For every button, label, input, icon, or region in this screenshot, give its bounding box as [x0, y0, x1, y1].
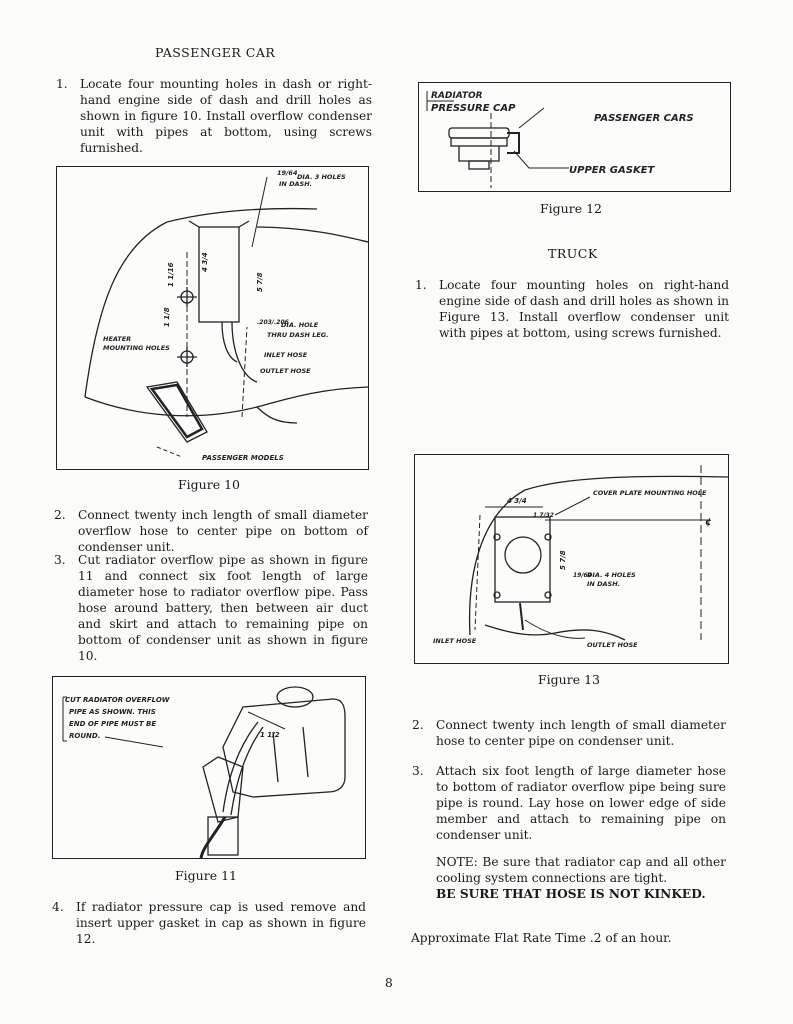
- inlet-hose-label: INLET HOSE: [264, 351, 308, 359]
- step-number: 3.: [54, 553, 66, 567]
- section-heading-truck: TRUCK: [548, 246, 598, 261]
- figure-11-drawing: CUT RADIATOR OVERFLOW PIPE AS SHOWN. THI…: [62, 686, 346, 858]
- cap-top: [448, 127, 510, 139]
- radiator-cap: [276, 686, 314, 708]
- mounting-holes-label: MOUNTING HOLES: [103, 344, 170, 352]
- fig13-in-dash-label: IN DASH.: [587, 580, 620, 588]
- section-heading-passenger-car: PASSENGER CAR: [155, 45, 276, 60]
- figure-10-caption: Figure 10: [178, 477, 240, 492]
- fig13-dim-c: 5 7/8: [559, 550, 567, 570]
- step-2-passenger: 2. Connect twenty inch length of small d…: [54, 507, 368, 555]
- flat-rate-time: Approximate Flat Rate Time .2 of an hour…: [411, 931, 672, 945]
- fig13-inlet-label: INLET HOSE: [433, 637, 477, 645]
- figure-10-diagram: 19/64 DIA. 3 HOLES IN DASH. 4 3/4 5 7/8 …: [56, 166, 369, 470]
- step-number: 2.: [54, 508, 66, 522]
- figure-10-drawing: 19/64 DIA. 3 HOLES IN DASH. 4 3/4 5 7/8 …: [84, 169, 368, 462]
- step-text: If radiator pressure cap is used remove …: [76, 900, 366, 946]
- step-3-passenger: 3. Cut radiator overflow pipe as shown i…: [54, 552, 368, 664]
- step-1-passenger: 1. Locate four mounting holes in dash or…: [56, 76, 372, 156]
- upper-gasket-label: UPPER GASKET: [569, 165, 656, 176]
- dia-top-frac: 19/64: [277, 169, 298, 177]
- centerline-symbol: ¢: [705, 517, 712, 528]
- hose: [199, 816, 227, 858]
- thru-label: THRU DASH LEG.: [267, 331, 329, 339]
- cab-outline: [468, 475, 728, 636]
- dim-b-label: 5 7/8: [256, 272, 264, 292]
- figure-13-diagram: COVER PLATE MOUNTING HOLE 4 3/4 1 7/32 5…: [414, 454, 729, 664]
- step-2-truck: 2. Connect twenty inch length of small d…: [412, 717, 726, 749]
- fig11-dim-label: 1 1/2: [260, 731, 280, 739]
- condenser-unit: [198, 226, 240, 323]
- outlet-hose-line: [231, 321, 258, 383]
- figure-12-caption: Figure 12: [540, 201, 602, 216]
- step-number: 3.: [412, 764, 424, 778]
- step-number: 2.: [412, 718, 424, 732]
- fig11-label-line2: PIPE AS SHOWN. THIS: [69, 708, 156, 716]
- cover-plate-label: COVER PLATE MOUNTING HOLE: [593, 489, 707, 497]
- inlet-hose-line: [221, 321, 238, 363]
- figure-11-caption: Figure 11: [175, 868, 237, 883]
- passenger-models-label: PASSENGER MODELS: [202, 454, 284, 462]
- battery-frame: [145, 381, 208, 443]
- outlet-hose-label: OUTLET HOSE: [260, 367, 311, 375]
- step-text: Connect twenty inch length of small diam…: [436, 718, 726, 748]
- lower-edge: [484, 624, 626, 641]
- step-1-truck: 1. Locate four mounting holes on right-h…: [415, 277, 729, 341]
- hole-label: DIA. HOLE: [281, 321, 319, 329]
- passenger-cars-label: PASSENGER CARS: [594, 113, 694, 124]
- figure-12-diagram: RADIATOR PRESSURE CAP PASSENGER CARS UPP…: [418, 82, 731, 192]
- fig13-outlet-label: OUTLET HOSE: [587, 641, 638, 649]
- pressure-cap-label: PRESSURE CAP: [431, 103, 516, 114]
- step-text: Cut radiator overflow pipe as shown in f…: [78, 553, 368, 663]
- fender-curve: [256, 226, 368, 243]
- step-number: 4.: [52, 900, 64, 914]
- dim-c-label: 1 1/16: [167, 262, 175, 287]
- dia-top-label: DIA. 3 HOLES: [297, 173, 346, 181]
- figure-13-drawing: COVER PLATE MOUNTING HOLE 4 3/4 1 7/32 5…: [433, 465, 728, 649]
- heater-label: HEATER: [103, 335, 131, 343]
- wheel-arch: [256, 406, 298, 424]
- dim-a-label: 4 3/4: [201, 252, 209, 272]
- fender-lower: [84, 386, 368, 417]
- radiator-label: RADIATOR: [431, 91, 483, 101]
- fig13-dia-label: DIA. 4 HOLES: [587, 571, 636, 579]
- fig11-label-line4: ROUND.: [69, 732, 100, 740]
- fig13-dim-a: 4 3/4: [507, 497, 527, 505]
- condenser-box: [494, 516, 551, 603]
- note-block: NOTE: Be sure that radiator cap and all …: [436, 854, 726, 902]
- air-duct: [207, 816, 239, 856]
- step-text: Locate four mounting holes in dash or ri…: [80, 77, 372, 155]
- step-number: 1.: [415, 278, 427, 292]
- note-bold-text: BE SURE THAT HOSE IS NOT KINKED.: [436, 887, 706, 901]
- page-number: 8: [385, 976, 393, 990]
- step-text: Attach six foot length of large diameter…: [436, 764, 726, 842]
- fig13-dia-frac: 19/64: [573, 572, 592, 579]
- figure-12-drawing: RADIATOR PRESSURE CAP PASSENGER CARS UPP…: [426, 91, 694, 188]
- step-4-passenger: 4. If radiator pressure cap is used remo…: [52, 899, 366, 947]
- dim-d-label: 1 1/8: [163, 307, 171, 327]
- step-number: 1.: [56, 77, 68, 91]
- figure-13-caption: Figure 13: [538, 672, 600, 687]
- radiator-tank: [222, 698, 346, 798]
- fig11-label-line3: END OF PIPE MUST BE: [69, 720, 156, 728]
- in-dash-label: IN DASH.: [279, 180, 312, 188]
- fig13-dim-b: 1 7/32: [533, 512, 554, 519]
- step-3-truck: 3. Attach six foot length of large diame…: [412, 763, 726, 843]
- figure-11-diagram: CUT RADIATOR OVERFLOW PIPE AS SHOWN. THI…: [52, 676, 366, 859]
- step-text: Connect twenty inch length of small diam…: [78, 508, 368, 554]
- fig11-label-line1: CUT RADIATOR OVERFLOW: [65, 696, 170, 704]
- hole-frac: .203/.206: [257, 319, 289, 326]
- note-text: NOTE: Be sure that radiator cap and all …: [436, 855, 726, 885]
- step-text: Locate four mounting holes on right-hand…: [439, 278, 729, 340]
